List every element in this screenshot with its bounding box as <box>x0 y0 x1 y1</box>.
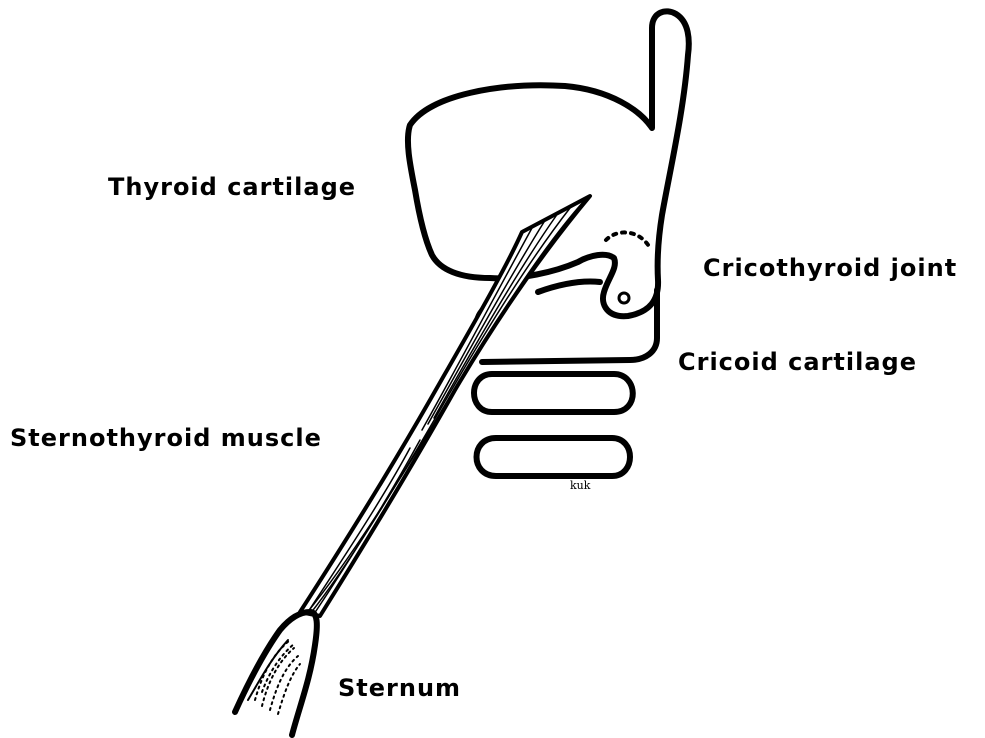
cricoid-cartilage-label: Cricoid cartilage <box>678 350 917 374</box>
artist-signature: kuk <box>570 480 590 491</box>
tracheal-ring-2 <box>477 438 631 476</box>
thyroid-cartilage-outline <box>408 11 689 316</box>
cricoid-cartilage-outline <box>538 281 600 292</box>
joint-dotted-outline <box>606 232 650 248</box>
sternum-label: Sternum <box>338 676 461 700</box>
tracheal-ring-1 <box>474 374 633 412</box>
cricothyroid-joint-label: Cricothyroid joint <box>703 256 957 280</box>
thyroid-cartilage-label: Thyroid cartilage <box>108 175 356 199</box>
joint-circle <box>619 293 629 303</box>
sternum-outline <box>235 612 317 735</box>
sternothyroid-muscle-label: Sternothyroid muscle <box>10 426 322 450</box>
